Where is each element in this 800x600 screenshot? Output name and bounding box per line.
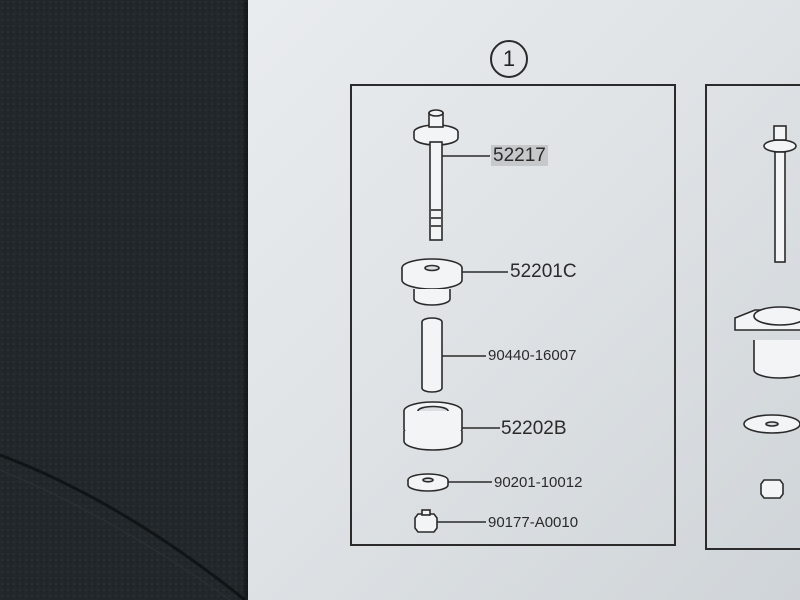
part-label-bolt: 52217 — [491, 145, 548, 167]
nut-drawing — [414, 509, 438, 533]
collar-drawing — [421, 317, 443, 393]
panel-number-text: 1 — [502, 46, 516, 71]
part-number-washer: 90201-10012 — [494, 474, 583, 491]
upper-cushion-drawing — [401, 258, 463, 306]
adjacent-washer-drawing — [743, 414, 800, 434]
part-label-lower-cushion: 52202B — [501, 418, 567, 440]
part-label-washer: 90201-10012 — [494, 474, 582, 491]
part-label-collar: 90440-16007 — [488, 347, 576, 364]
part-number-lower-cushion: 52202B — [501, 418, 567, 439]
adjacent-parts-panel — [705, 84, 800, 550]
paper-sheet — [248, 0, 800, 600]
bolt-drawing — [413, 109, 459, 241]
part-label-nut: 90177-A0010 — [488, 514, 578, 531]
parts-panel — [350, 84, 676, 546]
washer-drawing — [407, 473, 449, 492]
lower-cushion-drawing — [403, 401, 463, 451]
adjacent-bracket-drawing — [734, 306, 800, 379]
adjacent-nut-drawing — [760, 479, 784, 499]
part-number-bolt: 52217 — [491, 145, 548, 166]
part-number-upper-cushion: 52201C — [510, 261, 577, 282]
part-number-collar: 90440-16007 — [488, 347, 577, 364]
adjacent-bolt-drawing — [763, 125, 797, 263]
leather-background — [0, 0, 270, 600]
part-label-upper-cushion: 52201C — [510, 261, 577, 283]
part-number-nut: 90177-A0010 — [488, 514, 579, 531]
panel-number: 1 — [490, 40, 528, 78]
